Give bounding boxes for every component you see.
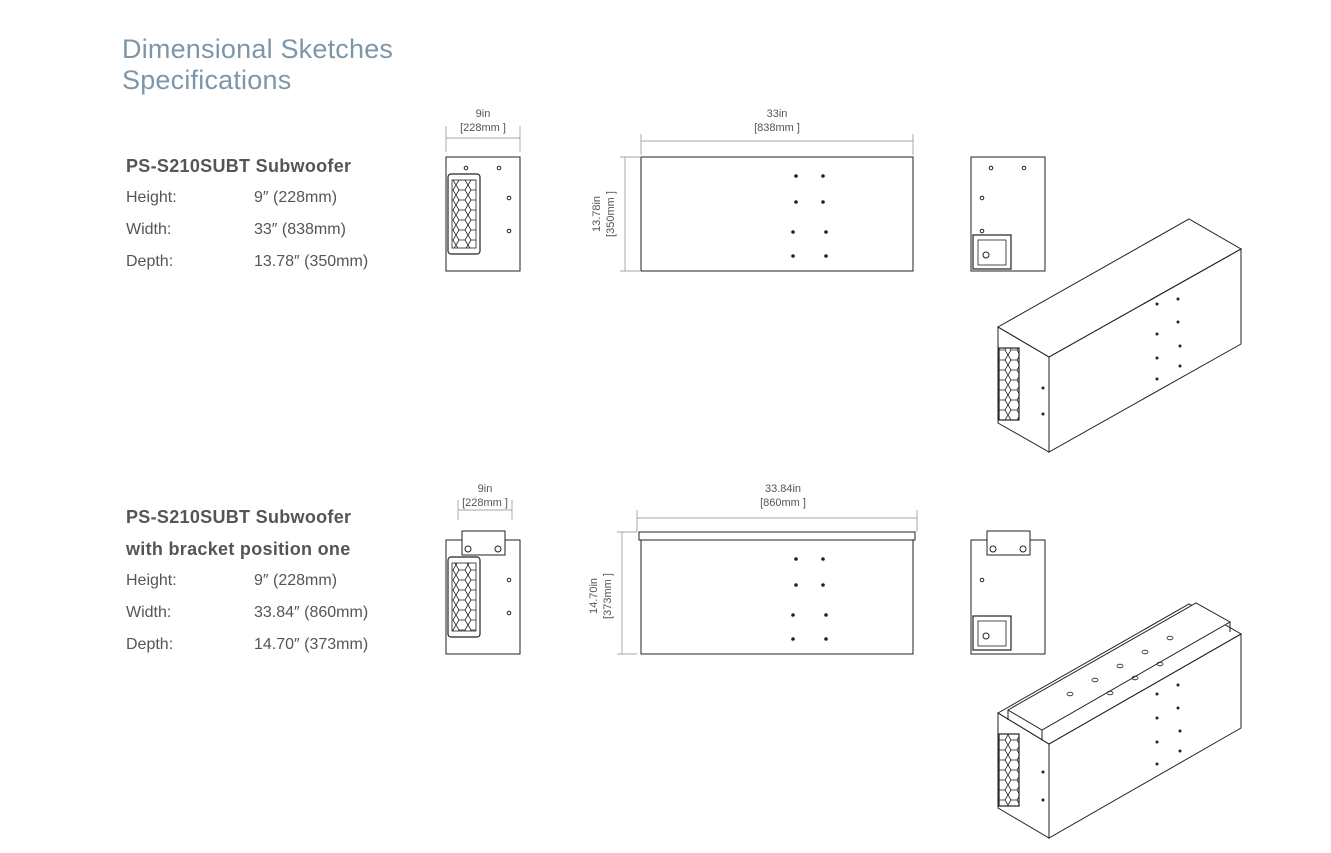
title-line-1: Dimensional Sketches — [122, 34, 394, 64]
spec-label: Depth: — [126, 253, 174, 270]
spec-value: 13.78″ (350mm) — [254, 253, 369, 270]
dim-side-width-mm: [838mm ] — [754, 122, 800, 134]
spec-row-depth: Depth: 13.78″ (350mm) — [126, 246, 368, 278]
spec-row-depth: Depth: 14.70″ (373mm) — [126, 629, 368, 661]
dim-side-height-in: 14.70in — [588, 578, 600, 614]
dim-side-height-mm: [373mm ] — [602, 573, 614, 619]
spec-value: 33.84″ (860mm) — [254, 604, 369, 621]
side-view-1: 33in [838mm ] 13.78in [350mm ] — [591, 108, 914, 272]
spec-value: 33″ (838mm) — [254, 221, 346, 238]
dim-side-width-in: 33in — [767, 108, 788, 120]
spec-label: Width: — [126, 604, 172, 621]
spec-row-height: Height: 9″ (228mm) — [126, 565, 368, 597]
dim-front-width-mm: [228mm ] — [462, 497, 508, 509]
spec-label: Height: — [126, 189, 177, 206]
dim-front-width-mm: [228mm ] — [460, 122, 506, 134]
spec-value: 14.70″ (373mm) — [254, 636, 369, 653]
spec-value: 9″ (228mm) — [254, 572, 338, 589]
back-view-2 — [970, 530, 1046, 655]
dim-side-width-mm: [860mm ] — [760, 497, 806, 509]
iso-view-1 — [996, 218, 1243, 453]
front-view-1: 9in [228mm ] — [445, 108, 521, 272]
dim-side-height-mm: [350mm ] — [605, 191, 617, 237]
spec-block-2: PS-S210SUBT Subwoofer with bracket posit… — [126, 501, 368, 661]
back-view-1 — [970, 156, 1046, 272]
page-title: Dimensional Sketches Specifications — [122, 34, 393, 96]
product-name: PS-S210SUBT Subwoofer — [126, 156, 352, 176]
iso-view-2 — [997, 602, 1243, 839]
spec-row-width: Width: 33.84″ (860mm) — [126, 597, 368, 629]
spec-block-1: PS-S210SUBT Subwoofer Height: 9″ (228mm)… — [126, 150, 368, 278]
dim-side-height-in: 13.78in — [591, 196, 603, 232]
spec-row-width: Width: 33″ (838mm) — [126, 214, 368, 246]
spec-label: Depth: — [126, 636, 174, 653]
title-line-2: Specifications — [122, 65, 292, 95]
side-view-2: 33.84in [860mm ] 14.70in [373mm ] — [588, 483, 918, 655]
product-subtitle: with bracket position one — [126, 539, 351, 559]
spec-label: Height: — [126, 572, 177, 589]
spec-value: 9″ (228mm) — [254, 189, 338, 206]
dim-side-width-in: 33.84in — [765, 483, 801, 495]
front-view-2: 9in [228mm ] — [445, 483, 521, 655]
dim-front-width-in: 9in — [476, 108, 491, 120]
spec-row-height: Height: 9″ (228mm) — [126, 182, 368, 214]
spec-label: Width: — [126, 221, 172, 238]
dim-front-width-in: 9in — [478, 483, 493, 495]
product-name: PS-S210SUBT Subwoofer — [126, 507, 352, 527]
